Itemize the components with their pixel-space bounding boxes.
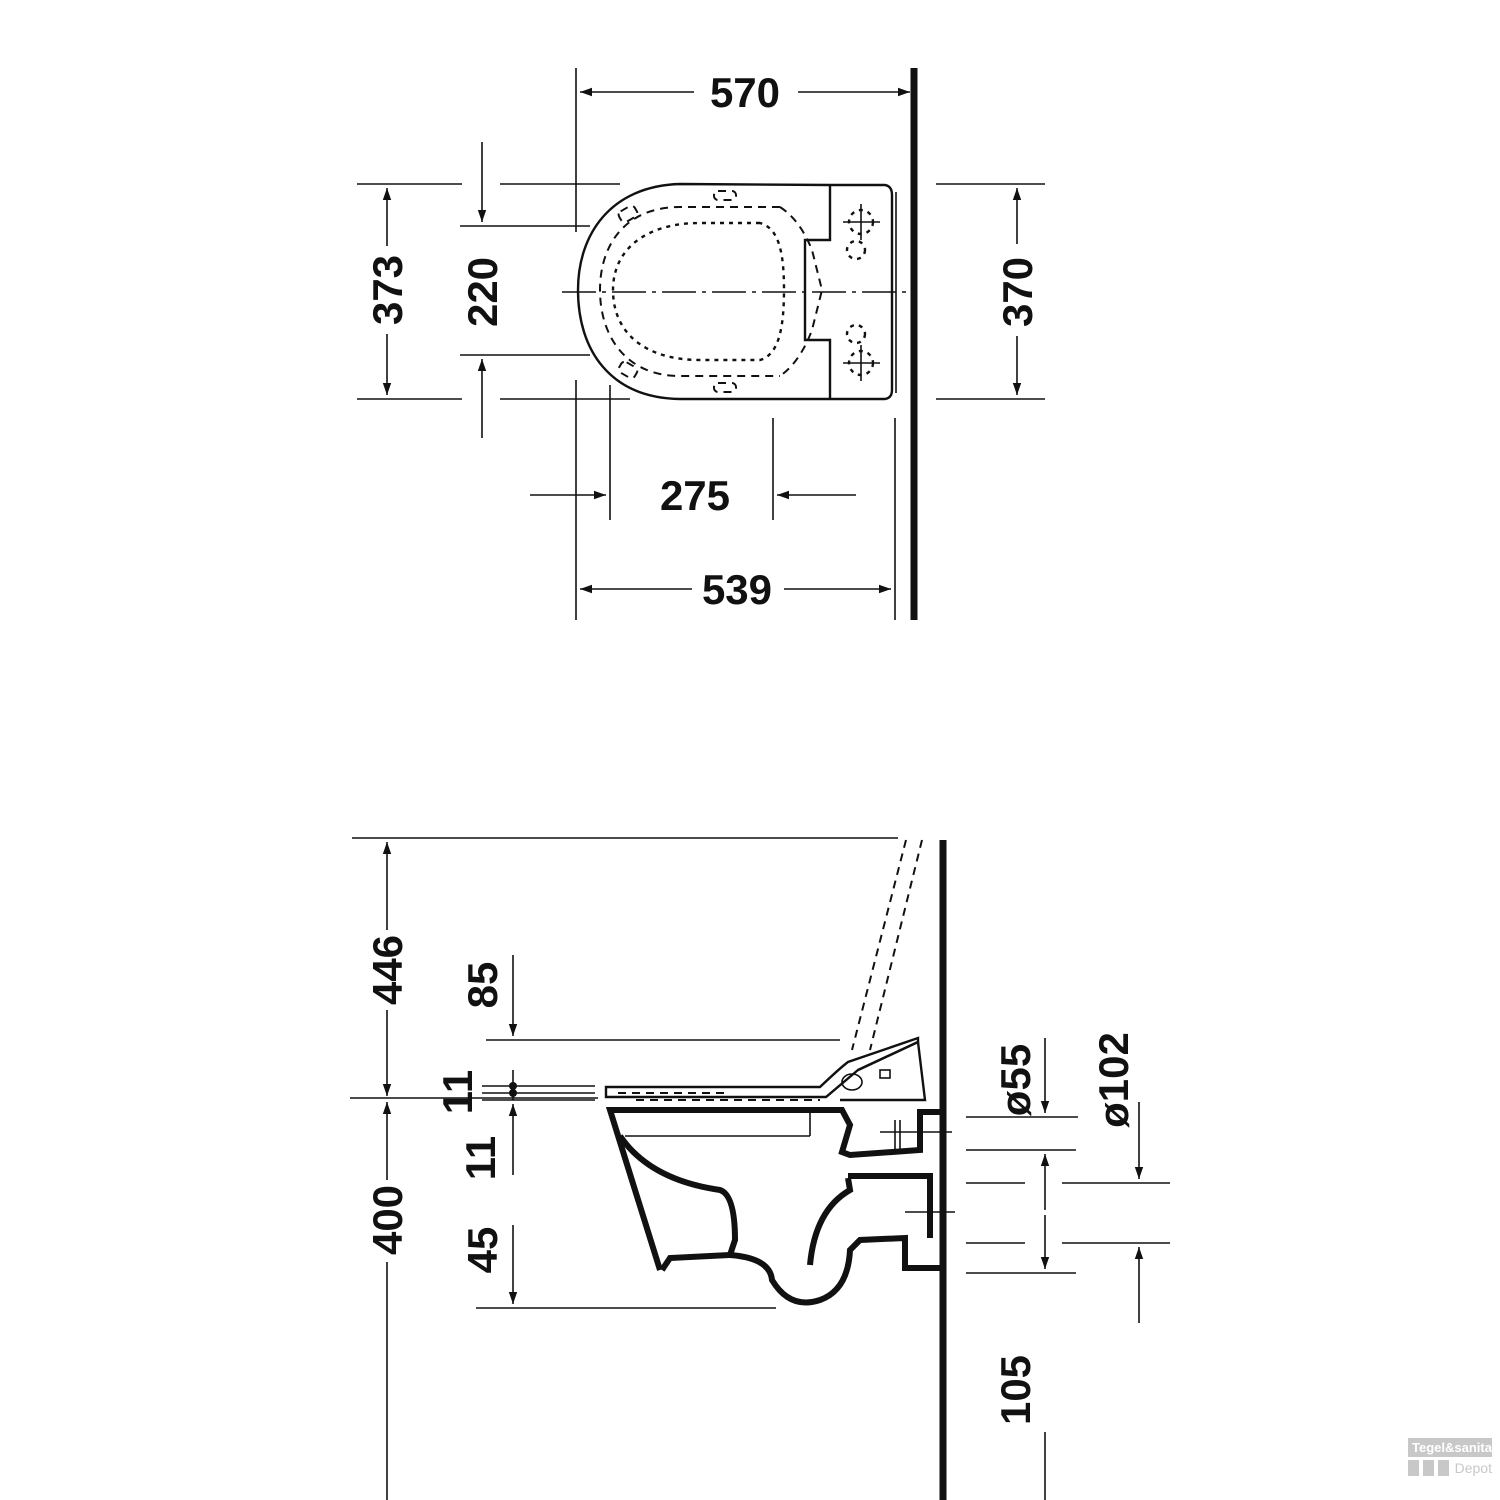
dim-539: 539 — [702, 566, 772, 613]
dim-370: 370 — [994, 257, 1041, 327]
bowl-opening — [611, 221, 786, 362]
dim-11-bottom: 11 — [457, 1136, 504, 1180]
dim-446: 446 — [364, 935, 411, 1005]
dim-275: 275 — [660, 472, 730, 519]
open-lid-outline — [851, 839, 923, 1051]
dim-373: 373 — [364, 255, 411, 325]
dim-45: 45 — [459, 1227, 506, 1274]
side-view: 446 400 85 11 11 45 ø55 ø10 — [350, 837, 1170, 1500]
watermark-depot: Depot — [1454, 1460, 1492, 1476]
dim-570: 570 — [710, 69, 780, 116]
dim-d55: ø55 — [992, 1044, 1039, 1116]
seat-outline — [576, 182, 831, 401]
dim-220: 220 — [459, 257, 506, 327]
dim-d102: ø102 — [1090, 1032, 1137, 1128]
logo-square-icon — [1422, 1460, 1434, 1476]
logo-square-icon — [1408, 1460, 1419, 1476]
watermark-brand: Tegel&sanitair — [1408, 1438, 1500, 1457]
bowl-outline — [605, 1107, 940, 1271]
dim-105: 105 — [992, 1355, 1039, 1425]
top-view: 570 373 — [357, 68, 1045, 620]
watermark: Tegel&sanitair Depot — [1408, 1438, 1500, 1494]
dim-400: 400 — [364, 1185, 411, 1255]
dim-11-top: 11 — [434, 1070, 481, 1114]
fixing-point-icon — [843, 204, 880, 381]
seat-hinge-unit — [840, 1040, 927, 1102]
logo-square-icon — [1437, 1460, 1449, 1476]
dim-85: 85 — [459, 962, 506, 1009]
